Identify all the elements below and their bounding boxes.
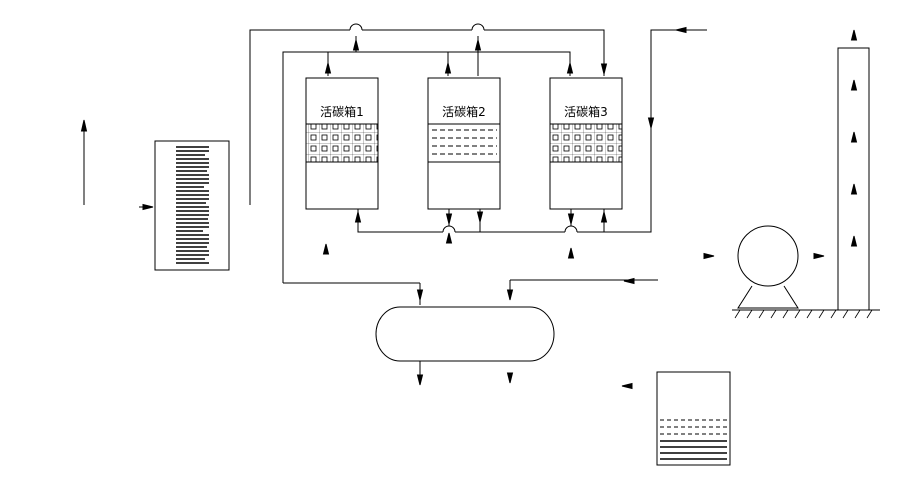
striped-filter-icon <box>154 140 230 271</box>
carbon-box-2 <box>427 77 501 210</box>
flow-arrows-top <box>324 39 608 301</box>
carbon-box-3-label: 活碳箱3 <box>564 104 608 119</box>
carbon-box-2-label: 活碳箱2 <box>442 104 486 119</box>
upward-arrow <box>80 119 88 205</box>
horizontal-tank-icon <box>375 277 658 386</box>
bottom-pipe-network <box>357 29 707 233</box>
liquid-tank-icon <box>621 371 731 466</box>
inlet-arrow <box>139 203 154 211</box>
carbon-box-1-label: 活碳箱1 <box>320 104 364 119</box>
chimney-stack-icon <box>837 29 870 311</box>
carbon-box-1 <box>305 77 379 210</box>
flow-arrows-bottom <box>322 26 687 259</box>
top-pipe-network <box>249 23 605 305</box>
carbon-box-3 <box>549 77 623 210</box>
